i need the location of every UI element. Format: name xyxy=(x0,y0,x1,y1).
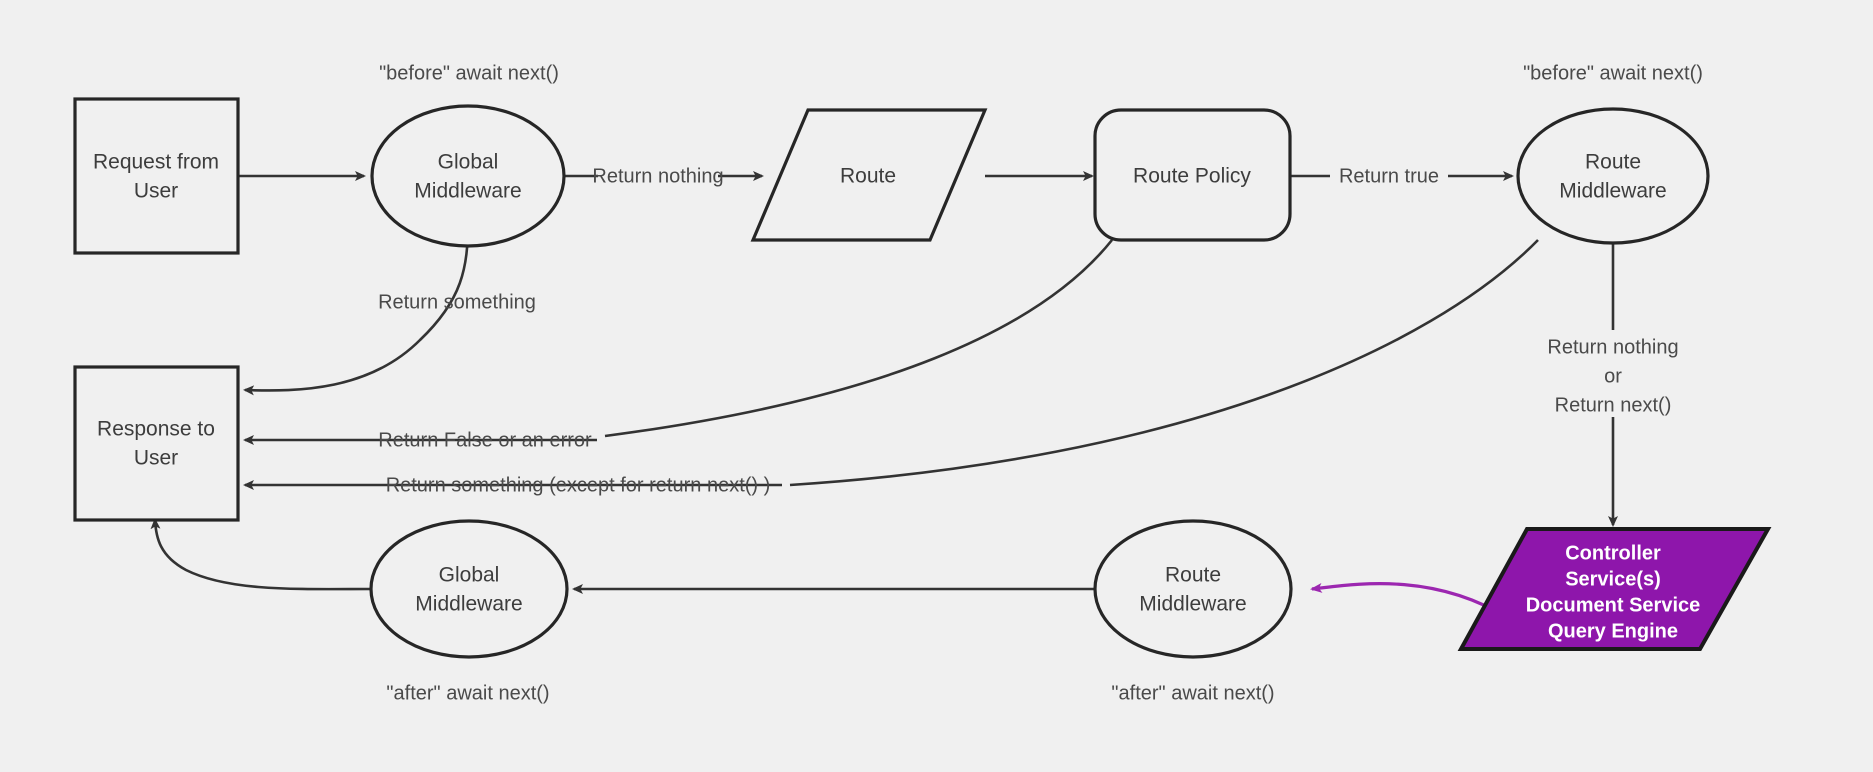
edge-label-return-nothing-or-next-2: or xyxy=(1604,365,1622,387)
node-controller-services-line3: Document Service xyxy=(1526,594,1701,616)
edge-label-return-nothing-or-next-3: Return next() xyxy=(1555,394,1672,416)
edge-global-middleware-return-something xyxy=(243,221,470,396)
edge-policy-return-false-curve xyxy=(604,239,1114,438)
node-route-middleware-top-line2: Middleware xyxy=(1559,180,1666,203)
annotation-before-await-next-route: "before" await next() xyxy=(1523,62,1703,84)
node-controller-services-line2: Service(s) xyxy=(1565,568,1661,590)
node-route-label: Route xyxy=(840,165,896,188)
edge-label-return-something-global: Return something xyxy=(378,291,536,313)
edge-label-return-nothing-or-next-1: Return nothing xyxy=(1547,336,1678,358)
node-route-middleware-bottom-line2: Middleware xyxy=(1139,593,1246,616)
edge-label-return-something-except-next: Return something (except for return next… xyxy=(386,474,771,496)
node-controller-services[interactable] xyxy=(1457,527,1772,651)
node-global-middleware-top[interactable] xyxy=(370,104,566,248)
edge-label-return-true: Return true xyxy=(1339,165,1439,187)
node-route-middleware-bottom[interactable] xyxy=(1093,519,1293,659)
node-response-to-user[interactable] xyxy=(73,365,240,522)
annotation-before-await-next-global: "before" await next() xyxy=(379,62,559,84)
annotation-after-await-next-global: "after" await next() xyxy=(386,682,549,704)
node-route-policy[interactable] xyxy=(1093,108,1292,242)
node-global-middleware-top-line2: Middleware xyxy=(414,180,521,203)
node-route[interactable] xyxy=(750,108,988,242)
annotation-after-await-next-route: "after" await next() xyxy=(1111,682,1274,704)
node-route-middleware-bottom-line1: Route xyxy=(1165,564,1221,587)
node-global-middleware-bottom[interactable] xyxy=(369,519,569,659)
node-request-from-user-line2: User xyxy=(134,180,178,203)
node-route-policy-label: Route Policy xyxy=(1133,165,1251,188)
node-global-middleware-top-line1: Global xyxy=(438,151,499,174)
node-response-to-user-line1: Response to xyxy=(97,418,215,441)
edge-controller-to-route-middleware-bottom xyxy=(1310,582,1509,620)
node-request-from-user[interactable] xyxy=(73,97,240,255)
edge-global-middleware-bottom-to-response xyxy=(150,518,375,591)
node-controller-services-line4: Query Engine xyxy=(1548,620,1678,642)
node-response-to-user-line2: User xyxy=(134,447,178,470)
node-global-middleware-bottom-line2: Middleware xyxy=(415,593,522,616)
node-route-middleware-top[interactable] xyxy=(1516,107,1710,245)
edge-label-return-nothing: Return nothing xyxy=(592,165,723,187)
edge-label-return-false-or-error: Return False or an error xyxy=(378,429,592,451)
node-request-from-user-line1: Request from xyxy=(93,151,219,174)
node-route-middleware-top-line1: Route xyxy=(1585,151,1641,174)
node-controller-services-line1: Controller xyxy=(1565,542,1661,564)
edge-route-middleware-return-something-curve xyxy=(789,239,1539,487)
node-global-middleware-bottom-line1: Global xyxy=(439,564,500,587)
